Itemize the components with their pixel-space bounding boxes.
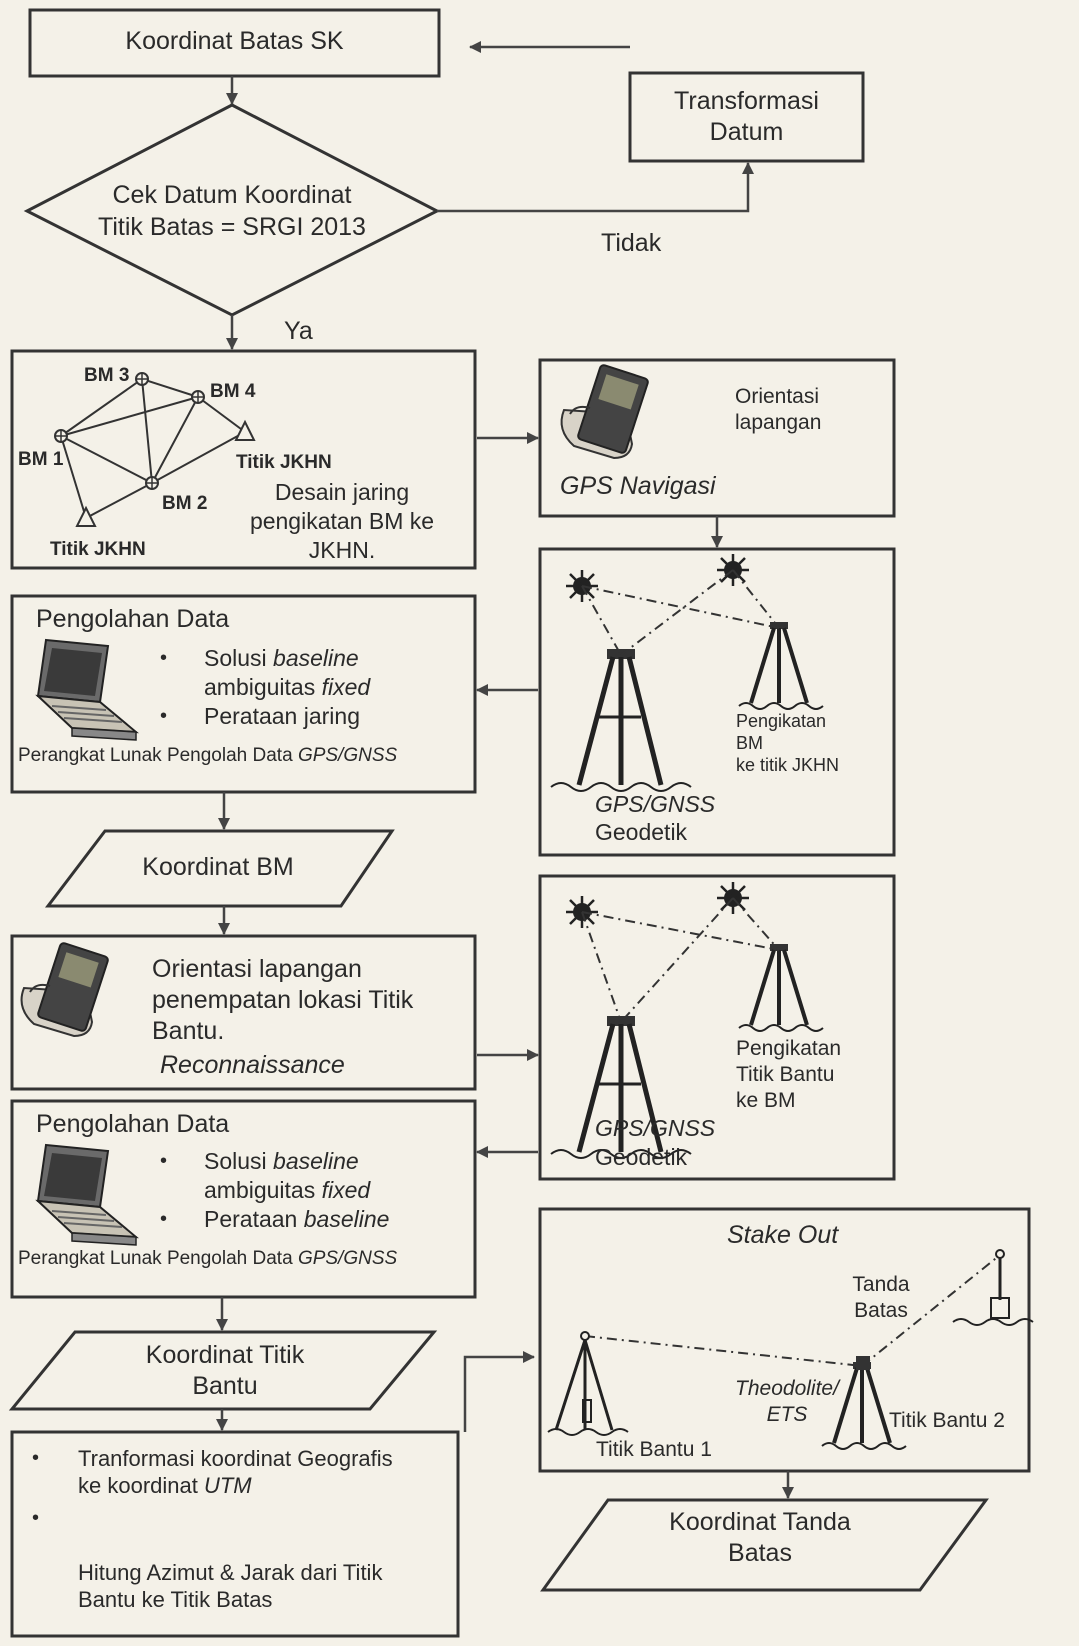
koordinat-bm-label: Koordinat BM [142,853,294,881]
proc1-b1b: baseline [273,645,359,671]
final-bullet-1: • Tranformasi koordinat Geografis ke koo… [32,1445,393,1499]
bullet: • [160,705,168,727]
proc2-b1d: fixed [321,1177,371,1203]
final-b1b: UTM [203,1473,252,1498]
orientasi-lapangan-label: Orientasi lapangan [735,385,822,434]
proc1-title: Pengolahan Data [36,605,230,633]
parallelogram-koordinat-titik-bantu [8,1330,438,1411]
stake-out-title: Stake Out [727,1221,839,1249]
proc2-b1b: baseline [273,1148,359,1174]
bm-network [54,372,256,527]
decision-line1: Cek Datum Koordinat [112,181,352,209]
bullet: • [160,1208,168,1230]
box-pengolahan-data-2 [10,1099,477,1299]
gps-navigasi-label: GPS Navigasi [560,472,716,500]
koordinat-titik-bantu-label: Koordinat Titik Bantu [145,1341,305,1400]
box-koordinat-batas-sk [28,8,441,78]
proc2-b1c: ambiguitas [204,1177,322,1203]
proc1-footer-b: GPS/GNSS [297,745,398,766]
proc2-bullet-1: • Solusi baseline ambiguitas fixed [160,1147,389,1205]
proc2-b2b: baseline [303,1206,390,1232]
proc2-footer-b: GPS/GNSS [297,1248,398,1269]
proc2-footer-a: Perangkat Lunak Pengolah Data [18,1248,298,1269]
theodolite-label: Theodolite/ ETS [735,1377,839,1426]
survey2-label: Pengikatan Titik Bantu ke BM [736,1037,842,1112]
handheld-gps-icon [560,363,650,459]
titik-jkhn-right: Titik JKHN [236,452,332,473]
proc1-b1a: Solusi [204,645,274,671]
bm3-label: BM 3 [84,365,130,386]
titik-jkhn-left: Titik JKHN [50,539,146,560]
final-bullets: • Tranformasi koordinat Geografis ke koo… [32,1445,393,1613]
box-stake-out [538,1207,1031,1473]
recon-text: Orientasi lapangan penempatan lokasi Tit… [152,955,414,1045]
bullet: • [32,1447,40,1469]
box-transformasi-utm [10,1430,460,1638]
bullet: • [160,647,168,669]
survey1-gps: GPS/GNSS [595,791,716,817]
bm1-label: BM 1 [18,449,64,470]
laptop-icon-2 [37,1144,137,1246]
final-b2: Hitung Azimut & Jarak dari Titik Bantu k… [78,1560,383,1612]
parallelogram-koordinat-tanda-batas [540,1498,989,1592]
survey2-geodetik: Geodetik [595,1144,688,1170]
proc2-b2a: Perataan [204,1206,304,1232]
proc2-bullet-2: • Perataan baseline [160,1205,390,1234]
proc1-b1c: ambiguitas [204,674,322,700]
proc1-bullet-1: • Solusi baseline ambiguitas fixed [160,644,371,702]
titik-bantu-2-label: Titik Bantu 2 [889,1409,1005,1432]
start-label: Koordinat Batas SK [125,27,344,55]
survey-2-graphic [551,880,825,1158]
laptop-icon [37,639,137,741]
proc2-footer: Perangkat Lunak Pengolah Data GPS/GNSS [18,1243,397,1274]
koordinat-tanda-batas-label: Koordinat Tanda Batas [669,1508,851,1567]
bullet: • [160,1150,168,1172]
proc1-b2: Perataan jaring [204,703,360,729]
proc1-footer-a: Perangkat Lunak Pengolah Data [18,745,298,766]
proc1-bullet-2: • Perataan jaring [160,702,370,731]
box-transformasi-datum [628,71,865,163]
decision-line2: Titik Batas = SRGI 2013 [98,213,366,241]
proc2-bullets: • Solusi baseline ambiguitas fixed • Per… [160,1147,390,1234]
desain-jaring-text: Desain jaring pengikatan BM ke JKHN. [249,479,435,563]
proc1-bullets: • Solusi baseline ambiguitas fixed • Per… [160,644,371,731]
box-survey-2 [538,874,896,1181]
proc2-b1a: Solusi [204,1148,274,1174]
tidak-label: Tidak [601,229,662,257]
survey1-geodetik: Geodetik [595,819,688,845]
bm2-label: BM 2 [162,493,208,514]
recon-italic: Reconnaissance [160,1051,345,1079]
final-b1a: Tranformasi koordinat Geografis ke koord… [78,1446,393,1498]
tanda-batas-label: Tanda Batas [852,1273,910,1322]
box-reconnaissance [10,934,477,1091]
box-desain-jaring [10,349,477,570]
survey2-gps: GPS/GNSS [595,1115,716,1141]
bm4-label: BM 4 [210,381,256,402]
parallelogram-koordinat-bm [44,829,395,908]
handheld-gps-icon-2 [20,941,110,1037]
titik-bantu-1-label: Titik Bantu 1 [596,1438,712,1461]
ya-label: Ya [284,317,313,345]
bullet: • [32,1507,40,1529]
box-pengolahan-data-1 [10,594,477,794]
connectors [216,41,794,1499]
proc1-b1d: fixed [321,674,371,700]
box-survey-1 [538,547,896,857]
proc1-footer: Perangkat Lunak Pengolah Data GPS/GNSS [18,740,397,771]
transform-label: Transformasi Datum [674,87,819,146]
final-bullet-2: • Hitung Azimut & Jarak dari Titik Bantu… [32,1505,393,1613]
survey-1-graphic [551,552,825,791]
stake-out-graphic [547,1249,1034,1451]
survey1-label: Pengikatan BM ke titik JKHN [736,711,840,775]
proc2-title: Pengolahan Data [36,1110,230,1138]
